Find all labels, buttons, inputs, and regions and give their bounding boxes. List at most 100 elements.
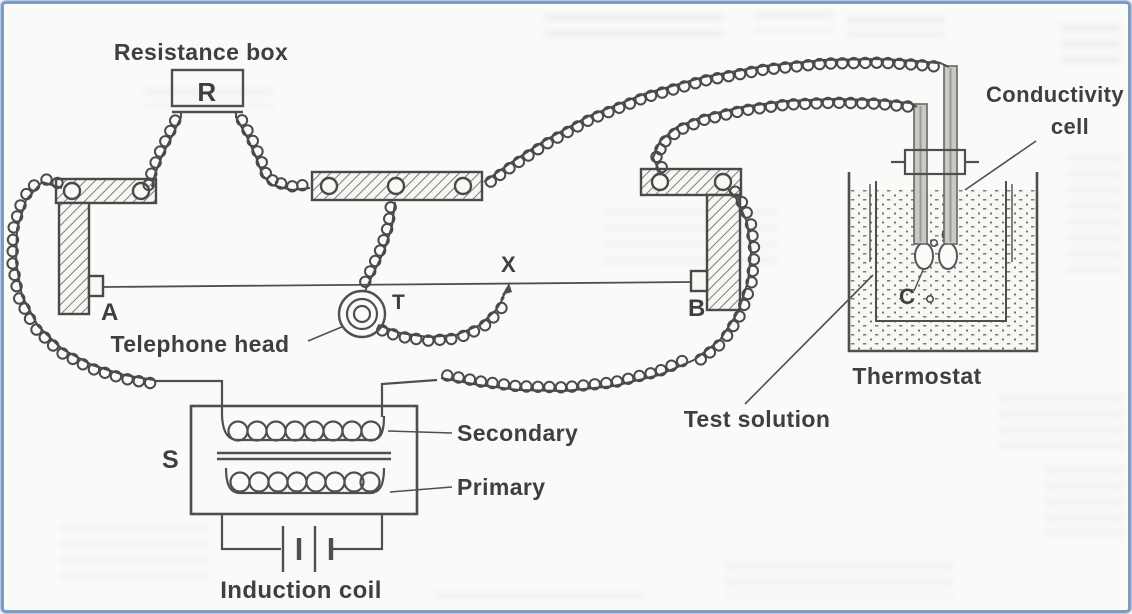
- circuit-diagram: Resistance box R A B X T C S Telephone h…: [6, 39, 1124, 604]
- coil-loop: [251, 145, 264, 158]
- induction-coil: [189, 404, 419, 516]
- coil-loop: [577, 379, 590, 392]
- coil-loop: [169, 114, 182, 127]
- coil-loop: [744, 218, 758, 231]
- cell-pointer: [913, 269, 924, 292]
- coil-loop: [23, 312, 37, 325]
- battery-wire-left: [220, 514, 281, 551]
- binding-post: [650, 172, 670, 192]
- coil-loop: [787, 98, 800, 111]
- bubble: [929, 239, 938, 248]
- coil-loop: [591, 110, 605, 123]
- coil-loop: [531, 143, 545, 156]
- coil-loop: [51, 176, 64, 190]
- coil-loop: [833, 96, 846, 110]
- coil-loop: [98, 366, 112, 379]
- coil-loop: [520, 380, 533, 393]
- telephone-head: [337, 289, 387, 339]
- coil-loop: [6, 233, 20, 247]
- coil-loop: [27, 179, 41, 192]
- conductivity-leader: [964, 140, 1037, 191]
- coil-loop: [561, 125, 574, 139]
- label-secondary: Secondary: [457, 420, 578, 446]
- coil-loop: [487, 311, 500, 324]
- coil-loop: [767, 62, 780, 75]
- conductivity-cell: [891, 61, 979, 303]
- coil-loop: [633, 369, 646, 383]
- battery-symbol: [281, 526, 334, 572]
- coil-loop: [733, 310, 746, 323]
- coil-loop: [659, 135, 672, 148]
- coil-loop: [699, 74, 713, 87]
- right-bracket-column: [705, 193, 742, 312]
- coil-loop: [678, 80, 691, 93]
- bridge-hardware: [54, 167, 743, 316]
- binding-post: [319, 176, 339, 196]
- coil-loop: [452, 371, 465, 384]
- coil-loop: [373, 244, 387, 257]
- coil-loop: [164, 124, 177, 138]
- coil-loop: [8, 268, 21, 282]
- coil-loop: [493, 168, 507, 182]
- coil-loop: [844, 96, 857, 110]
- coil-loop: [708, 111, 722, 124]
- coil-loop: [486, 376, 499, 390]
- coil-loop: [738, 298, 751, 312]
- coil-loop: [656, 86, 669, 99]
- coil-loop: [610, 375, 624, 388]
- coil-loop: [543, 380, 556, 394]
- coil-loop: [142, 178, 155, 192]
- coil-loop: [40, 173, 53, 186]
- coil-loop: [76, 358, 90, 371]
- coil-loop: [836, 57, 849, 70]
- coil-loop: [859, 56, 872, 70]
- coil-loop: [565, 380, 579, 393]
- coil-loop: [18, 302, 31, 315]
- coil-loop: [522, 149, 535, 162]
- coil-loop: [741, 287, 754, 301]
- coil-loop: [878, 98, 892, 111]
- coil-loop: [901, 100, 914, 113]
- coil-loop: [742, 103, 755, 117]
- telephone-leader: [307, 325, 345, 342]
- coil-loop: [779, 61, 792, 74]
- coil-loop: [259, 166, 272, 180]
- coil-loop: [712, 339, 726, 352]
- coil-loop: [667, 83, 680, 96]
- coil-loop: [386, 328, 400, 341]
- coil-loop: [746, 229, 759, 243]
- coil-loop: [441, 369, 454, 382]
- coil-loop: [676, 122, 690, 135]
- label-telephone-head: Telephone head: [111, 331, 290, 357]
- left-bracket-column: [57, 201, 91, 316]
- coil-loop: [369, 254, 382, 268]
- induction-coil-box: [189, 404, 419, 516]
- coil-loop: [541, 137, 554, 150]
- coil-loop: [246, 134, 260, 148]
- coil-loop: [10, 280, 23, 293]
- secondary-winding-base: [220, 415, 386, 442]
- resistance-box-body: [170, 68, 245, 108]
- secondary-leader: [387, 430, 453, 434]
- coil-loop: [46, 339, 60, 352]
- coil-loop: [410, 332, 423, 346]
- coil-loop: [364, 265, 377, 278]
- label-resistance-box: Resistance box: [114, 39, 288, 65]
- bath-water: [849, 189, 1036, 350]
- coil-loop: [10, 210, 24, 223]
- label-test-solution: Test solution: [684, 406, 831, 432]
- coil-loop: [457, 329, 470, 343]
- coil-loop: [30, 323, 43, 336]
- coil-loop: [121, 373, 134, 386]
- thermostat-bath: [847, 172, 1039, 353]
- coil-wires: [6, 56, 940, 394]
- coil-loop: [87, 363, 101, 376]
- coil-wire: [235, 116, 311, 191]
- coil-loop: [735, 196, 749, 209]
- label-induction-coil: Induction coil: [220, 577, 382, 604]
- labels: Resistance box R A B X T C S Telephone h…: [101, 39, 1124, 604]
- coil-loop: [7, 221, 20, 234]
- coil-loop: [143, 376, 157, 390]
- coil-loop: [881, 56, 895, 70]
- coil-loop: [153, 145, 167, 158]
